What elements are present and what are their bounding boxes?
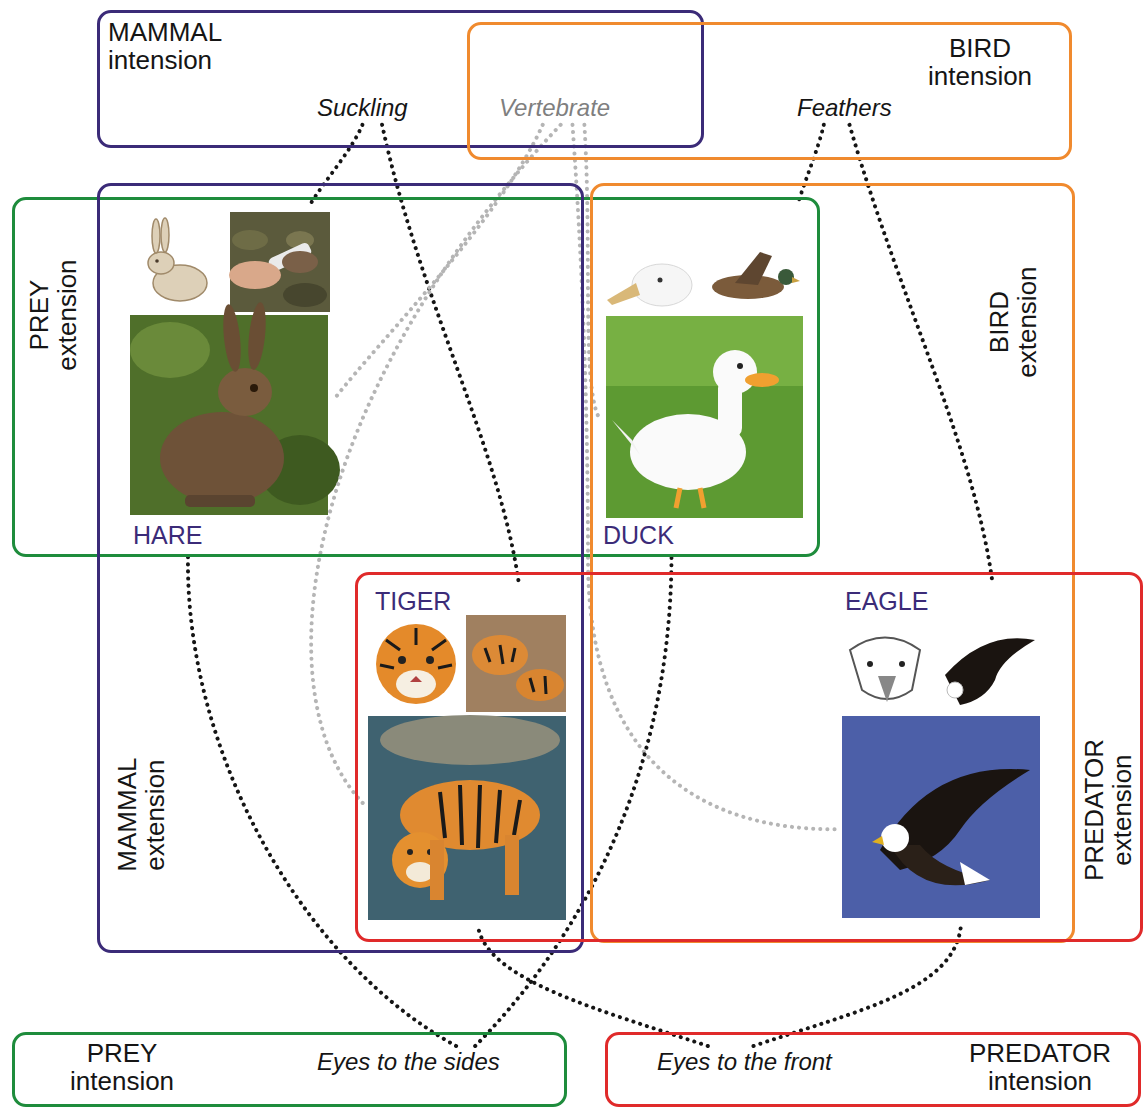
tiger-family-photo [466, 615, 566, 712]
extension-box: MAMMAL extension [97, 183, 584, 953]
feature-label: Suckling [313, 92, 412, 125]
intension-box: MAMMAL intensionSuckling [97, 10, 704, 148]
feature-label: Eyes to the sides [313, 1046, 504, 1079]
feature-text: Eyes to the front [657, 1048, 832, 1077]
tiger-face-photo [376, 624, 456, 704]
box-title: PREDATOR intension [969, 1039, 1111, 1095]
box-title: BIRD extension [984, 266, 1040, 377]
feature-link [335, 125, 543, 398]
box-title: MAMMAL intension [108, 18, 221, 74]
animal-group: HARE [125, 205, 335, 556]
feature-label: Vertebrate [495, 92, 614, 125]
feature-label: Feathers [793, 92, 896, 125]
animal-name: TIGER [375, 588, 451, 616]
flying-duck-photo [712, 252, 800, 299]
tiger-photo [368, 715, 566, 920]
animal-group: TIGER [365, 583, 570, 925]
animal-group: EAGLE [835, 583, 1045, 925]
animal-name: DUCK [603, 522, 674, 550]
feature-link [754, 925, 962, 1046]
eagle-photo [842, 716, 1040, 918]
feature-link [475, 556, 671, 1046]
animal-name: EAGLE [845, 588, 928, 616]
box-title: BIRD intension [928, 34, 1032, 90]
duck-head-photo [607, 264, 692, 306]
feature-label: Eyes to the front [653, 1046, 836, 1079]
hare-feeding-photo [229, 212, 330, 312]
feature-link [311, 125, 560, 806]
flying-eagle-photo [945, 638, 1035, 705]
feature-text: Vertebrate [499, 94, 610, 123]
extension-box: PREDATOR extension TIGER EAGLE [355, 572, 1143, 942]
animal-name: HARE [133, 522, 202, 550]
box-title: PREY extension [24, 259, 80, 370]
intension-box: BIRD intensionFeathers [467, 22, 1072, 160]
box-title: PREY intension [70, 1039, 174, 1095]
hare-photo [130, 301, 340, 515]
extension-box: PREY extensionHARE DUCK [12, 197, 820, 557]
intension-box: PREDATOR intension Eyes to the front [605, 1032, 1141, 1107]
intension-box: PREY intension Eyes to the sides [12, 1032, 567, 1107]
feature-link [798, 125, 824, 205]
eagle-head-sketch [850, 638, 920, 703]
feature-text: Suckling [317, 94, 408, 123]
feature-link [478, 925, 708, 1046]
feature-link [573, 125, 836, 829]
animal-group: DUCK [598, 205, 808, 556]
feature-link [310, 125, 363, 205]
box-title: MAMMAL extension [112, 759, 168, 872]
feature-link [188, 556, 456, 1046]
feature-text: Feathers [797, 94, 892, 123]
box-title: PREDATOR extension [1080, 739, 1136, 881]
feature-text: Eyes to the sides [317, 1048, 500, 1077]
feature-link [850, 125, 993, 583]
extension-box: BIRD extension [590, 183, 1075, 943]
hare-sketch [148, 218, 207, 301]
duck-photo [606, 316, 803, 518]
